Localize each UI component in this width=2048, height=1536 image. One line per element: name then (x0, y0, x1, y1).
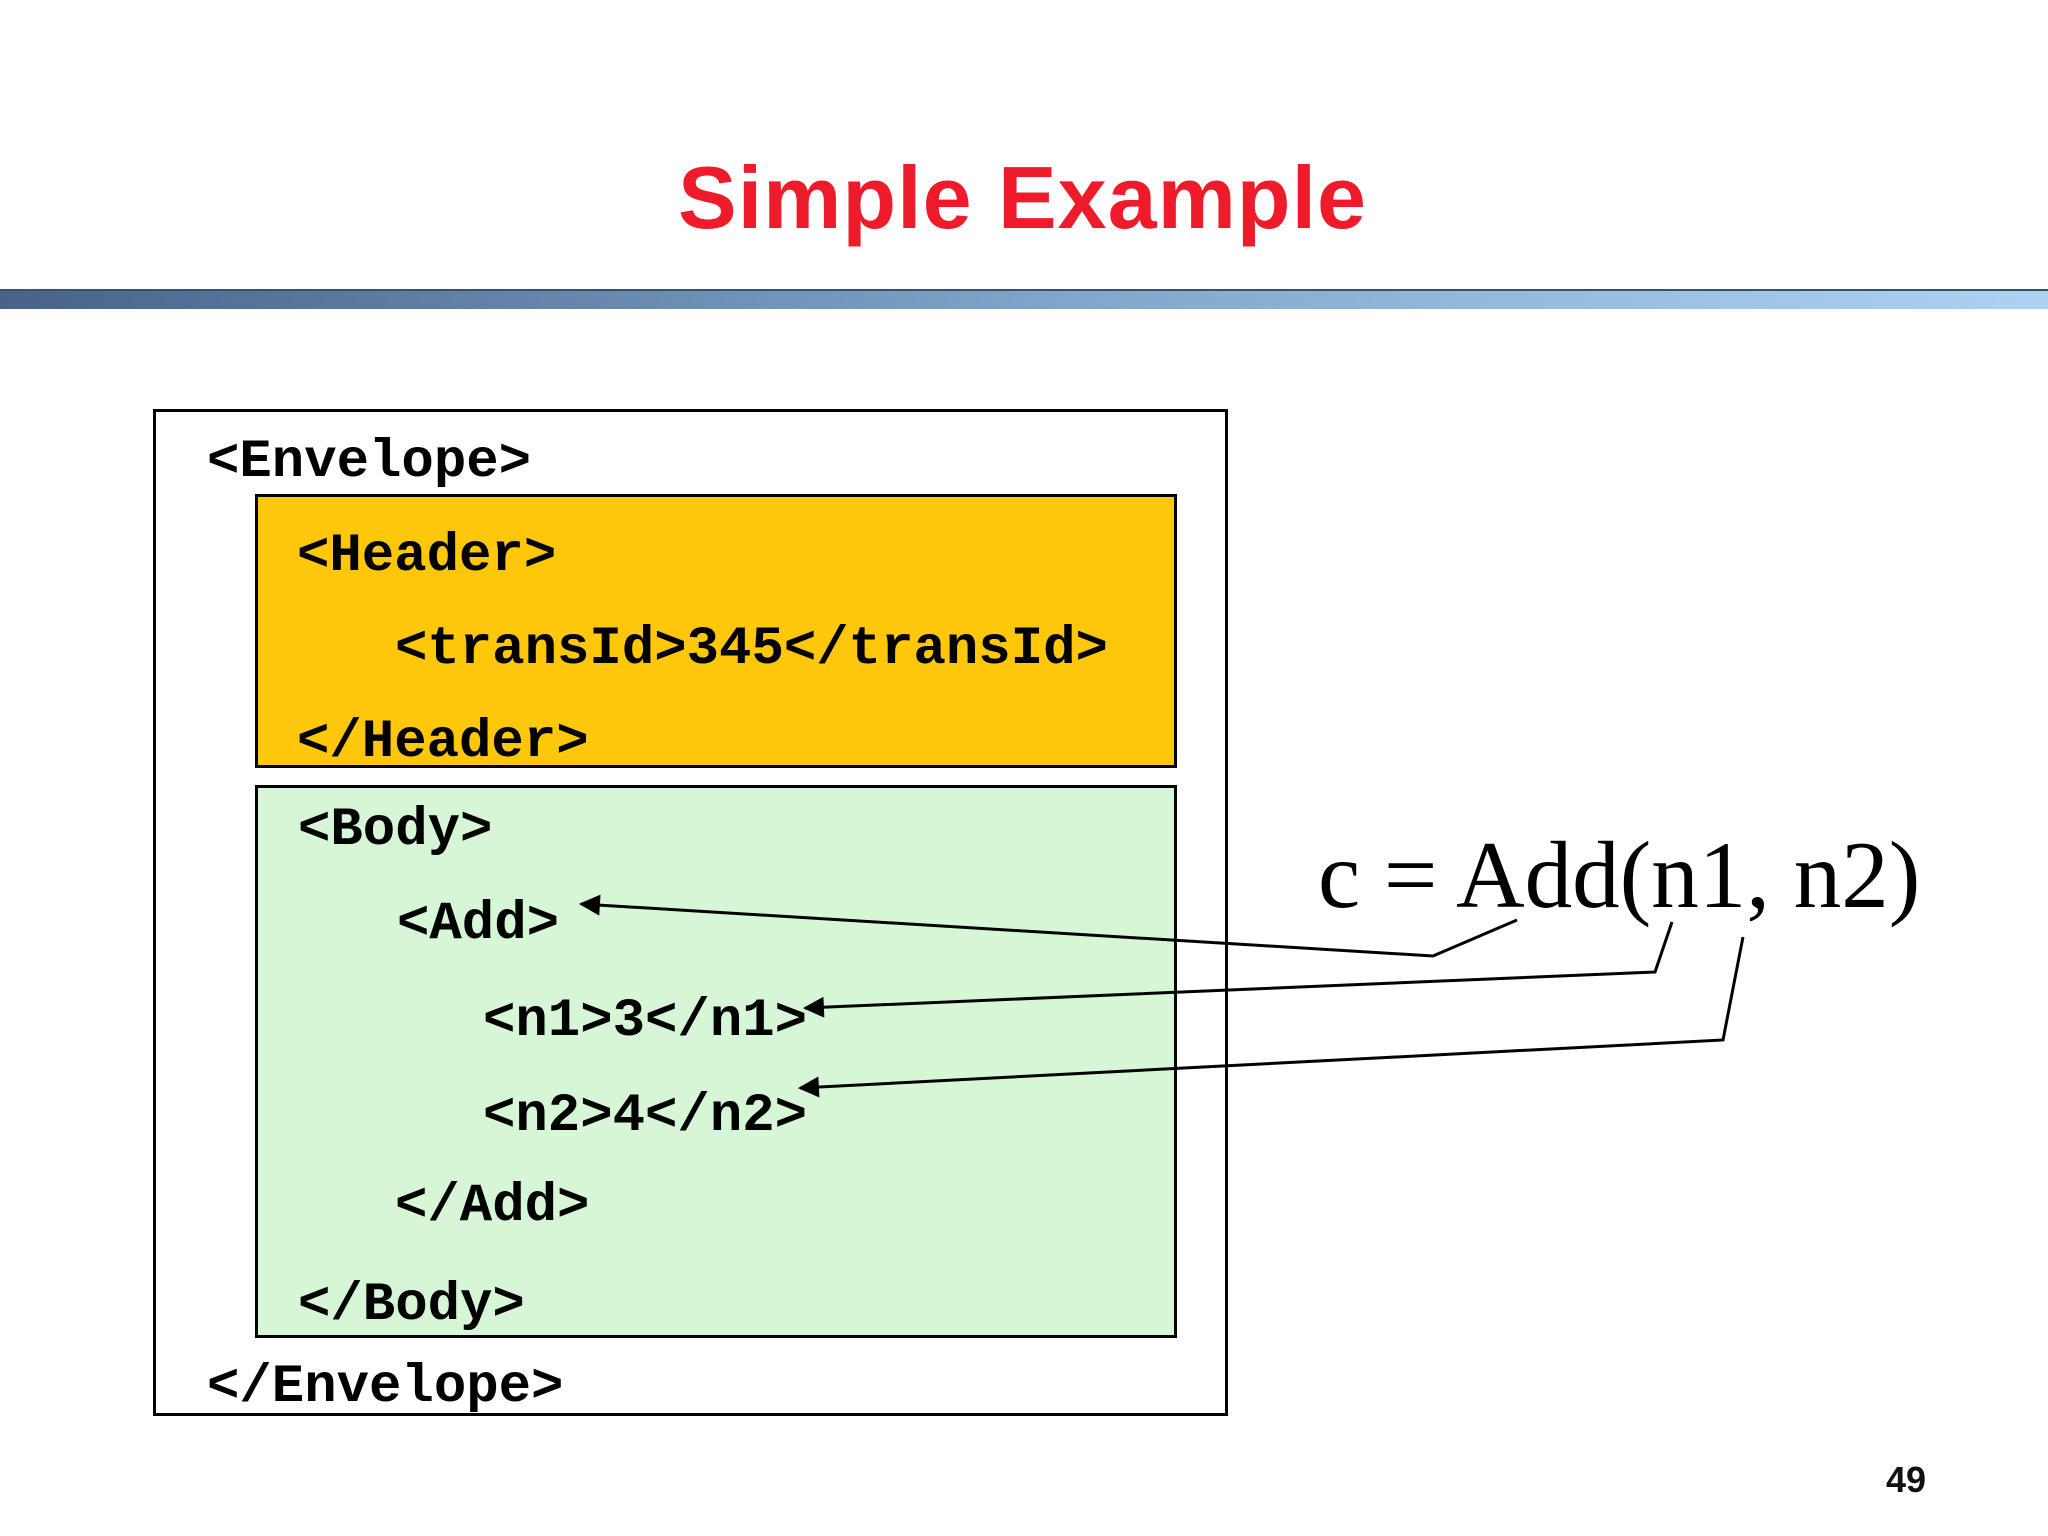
code-line-n2: <n2>4</n2> (483, 1086, 808, 1147)
code-line-envelope-open: <Envelope> (207, 432, 532, 493)
code-line-n1: <n1>3</n1> (483, 991, 808, 1052)
header-box (255, 494, 1177, 768)
page-number: 49 (1886, 1459, 1927, 1500)
body-box (255, 785, 1177, 1338)
code-line-add-open: <Add> (397, 894, 560, 955)
code-line-header-close: </Header> (297, 712, 589, 773)
code-line-add-close: </Add> (395, 1176, 590, 1237)
code-line-header-open: <Header> (297, 526, 557, 587)
code-line-body-open: <Body> (298, 800, 493, 861)
equation-label: c = Add(n1, n2) (1318, 822, 1921, 928)
code-line-envelope-close: </Envelope> (207, 1357, 564, 1418)
code-line-body-close: </Body> (298, 1275, 525, 1336)
code-line-transid: <transId>345</transId> (395, 619, 1108, 680)
slide-title: Simple Example (678, 148, 1367, 247)
divider-bar (0, 289, 2048, 309)
